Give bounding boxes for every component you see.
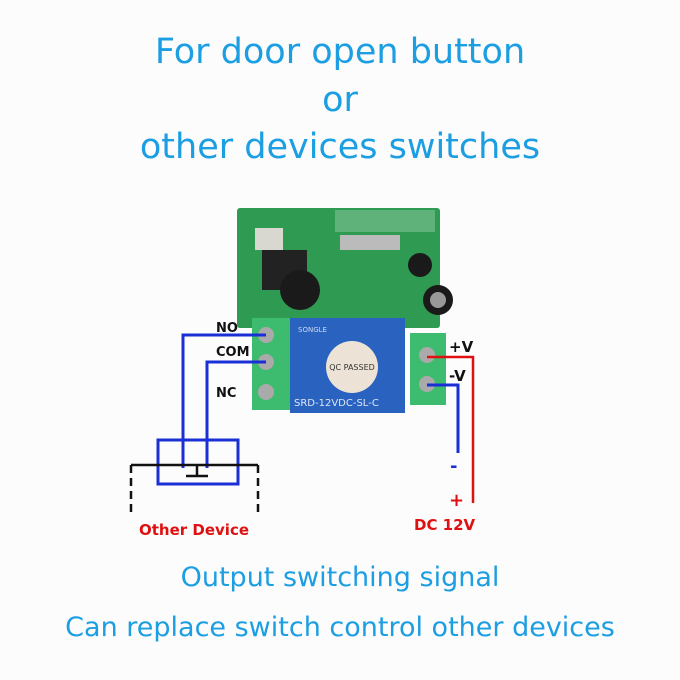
output-wires	[156, 333, 266, 486]
relay-brand: SONGLE	[298, 326, 327, 334]
heading-line-2: or	[322, 80, 358, 120]
power-terminal-block	[410, 333, 446, 405]
power-label: DC 12V	[414, 516, 476, 534]
caption-line-1: Output switching signal	[180, 562, 500, 593]
power-minus: -	[450, 456, 457, 477]
relay-model: SRD-12VDC-SL-C	[294, 398, 379, 409]
caption-line-2: Can replace switch control other devices	[65, 612, 615, 643]
heading-line-1: For door open button	[154, 32, 526, 72]
label-neg-v: -V	[449, 367, 466, 385]
relay-module-board: QC PASSED SONGLE SRD-12VDC-SL-C	[237, 208, 453, 413]
qc-sticker	[326, 341, 378, 393]
label-nc: NC	[216, 386, 236, 401]
label-no: NO	[216, 321, 238, 336]
power-plus: +	[449, 490, 464, 511]
heading-line-3: other devices switches	[139, 127, 541, 167]
qc-sticker-text: QC PASSED	[329, 363, 375, 372]
label-pos-v: +V	[449, 338, 474, 356]
other-device-label: Other Device	[139, 521, 249, 539]
other-device-outline	[129, 463, 260, 515]
negative-wire	[427, 383, 460, 453]
label-com: COM	[216, 345, 250, 360]
positive-wire	[427, 355, 475, 503]
